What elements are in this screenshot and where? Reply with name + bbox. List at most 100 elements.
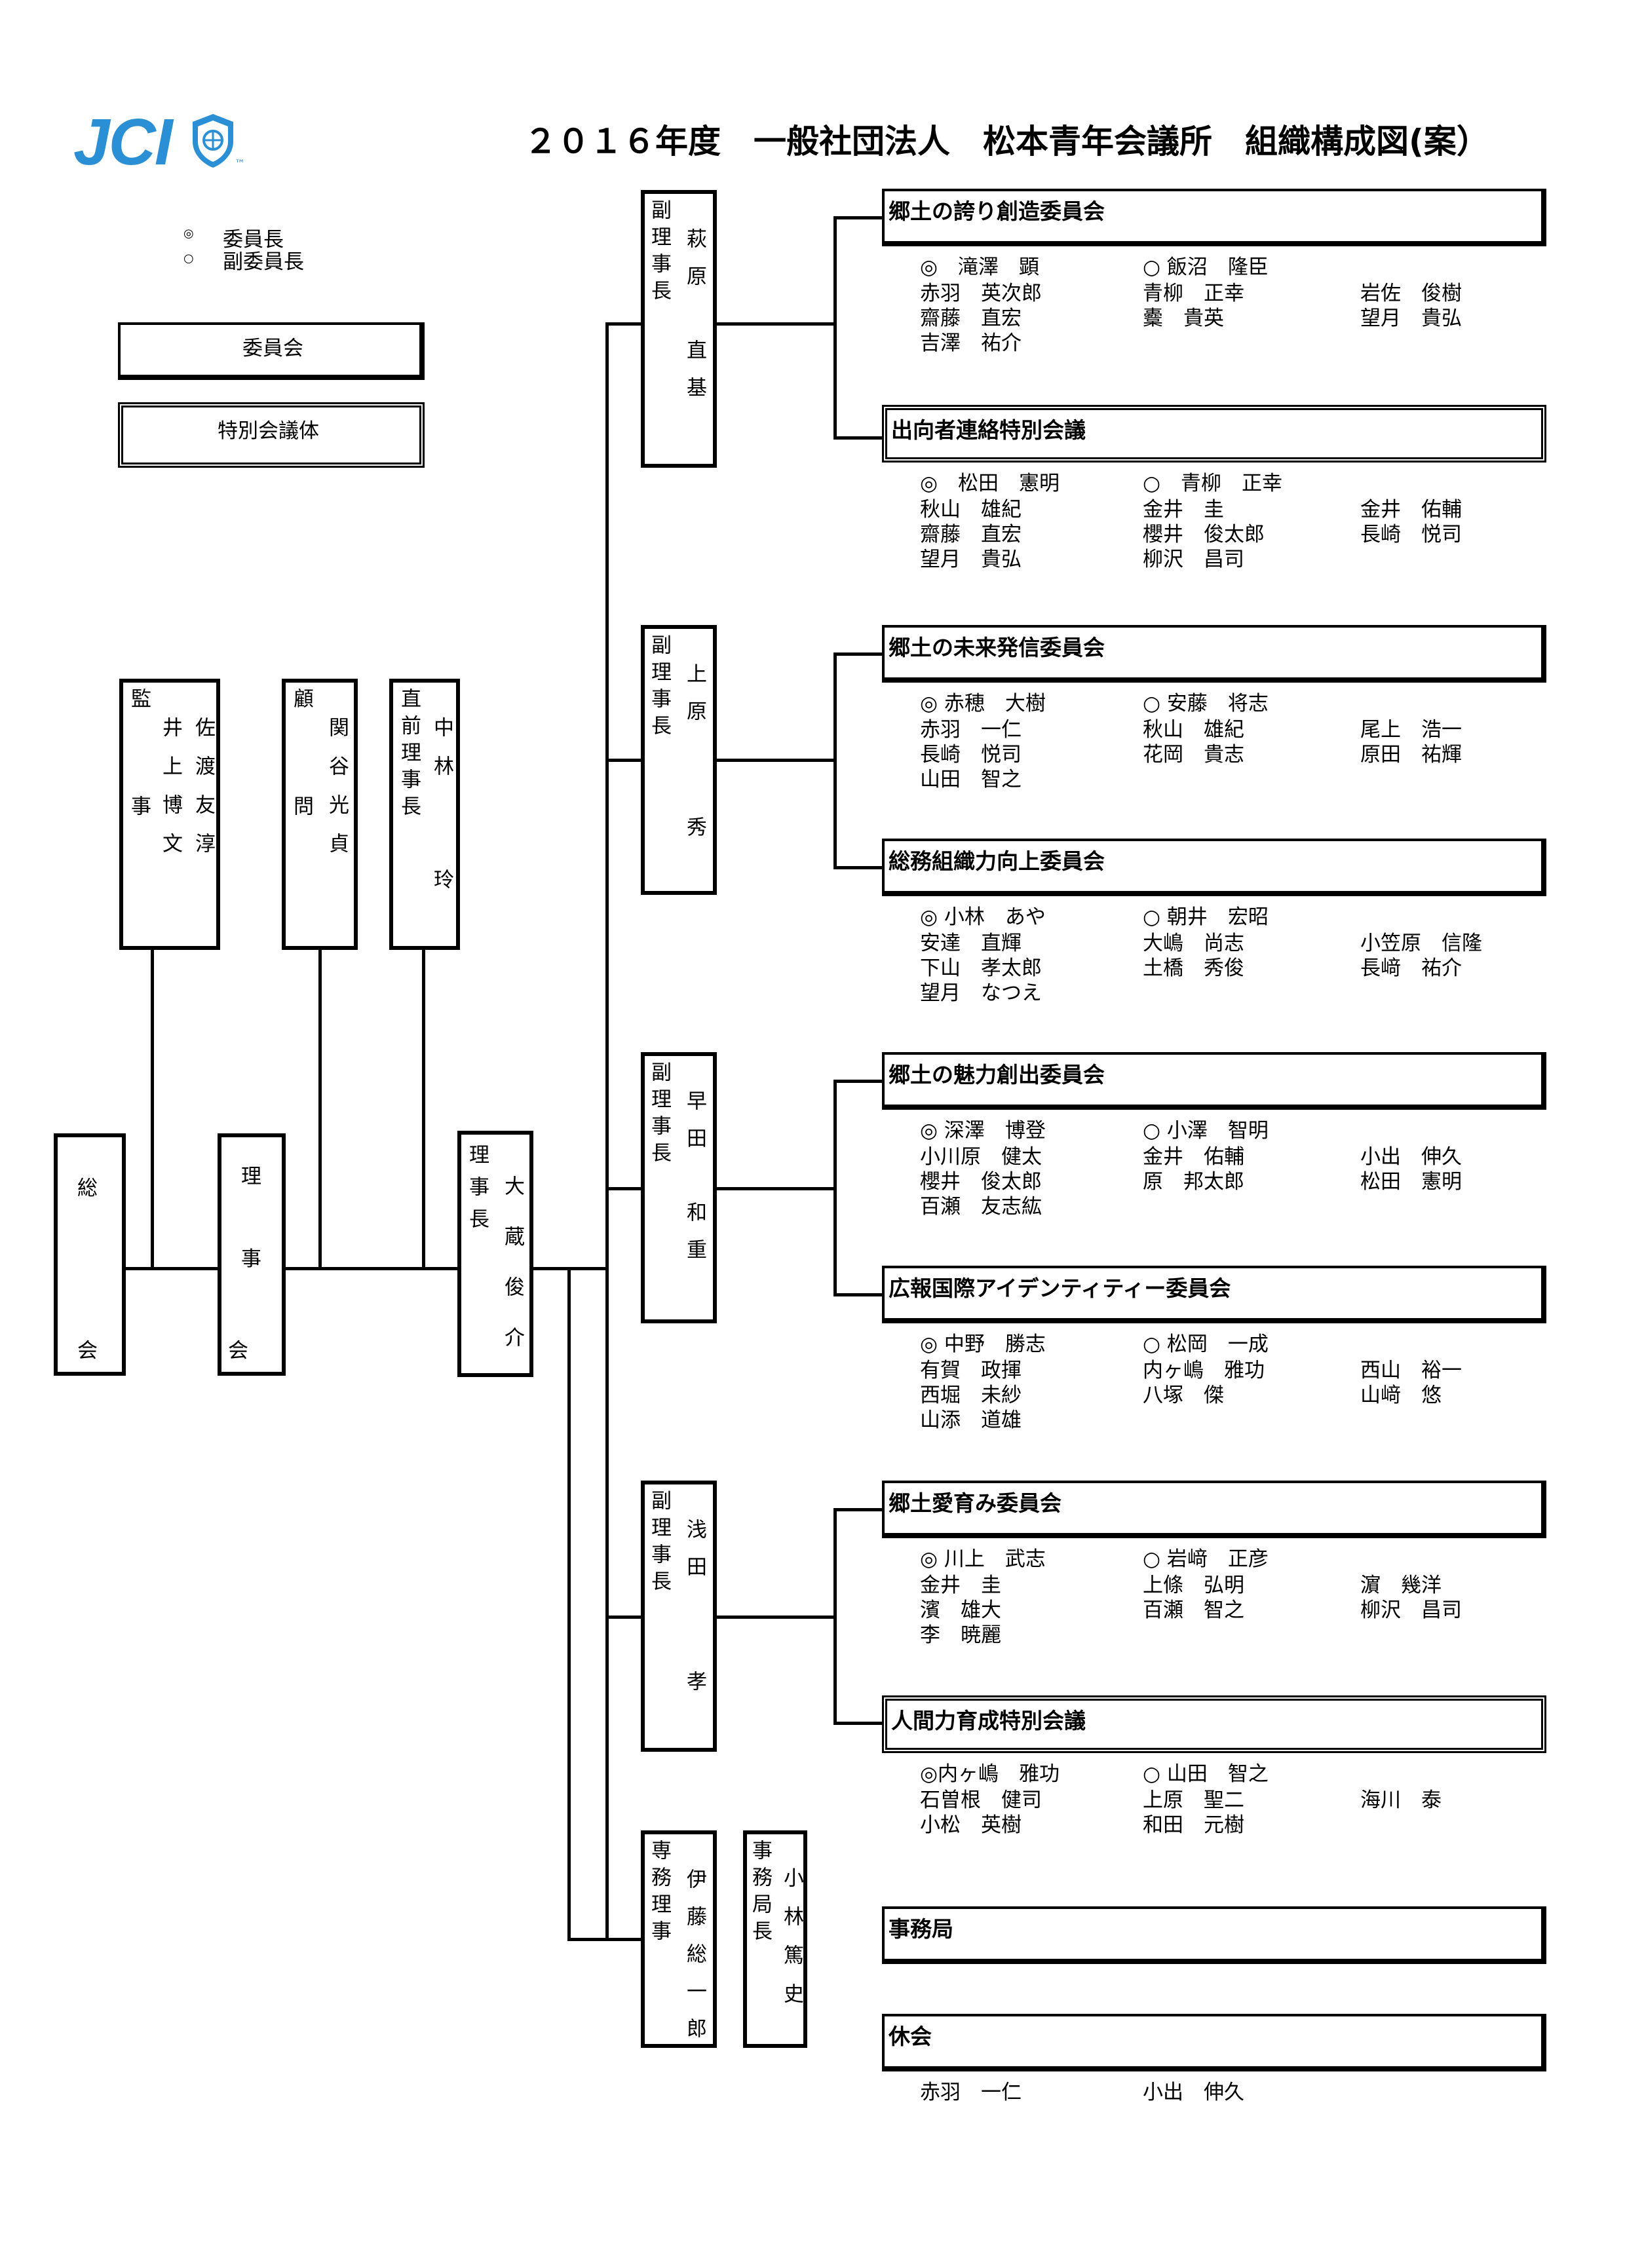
rijikai-label-3: 会 [228,1339,248,1363]
president-box: 理事長 大蔵俊介 [457,1131,533,1377]
committee-member: 和田 元樹 [1143,1813,1244,1837]
vp-name-line2: 直基 [683,339,706,414]
auditor-name-1: 佐渡友淳 [191,717,215,871]
committee-name: 休会 [889,2024,932,2049]
committee-member: 西山 裕一 [1360,1359,1462,1382]
committee-member: 小笠原 信隆 [1360,932,1482,955]
committee-box: 郷土の誇り創造委員会 [882,189,1546,246]
legend-special-box: 特別会議体 [118,402,425,468]
vice-symbol: ○ [183,252,194,265]
advisor-title-2: 問 [290,795,313,820]
auditor-name-2: 井上博文 [159,717,182,871]
committee-chair: ◎ 小林 あや [920,905,1046,929]
advisor-title-1: 顧 [290,688,313,712]
committee-chair: ◎ 松田 憲明 [920,472,1060,495]
vp-title: 副理事長 [647,199,671,307]
committee-vice-chair: ○ 朝井 宏昭 [1143,905,1269,929]
chair-symbol: ◎ [183,227,194,240]
committee-member: 吉澤 祐介 [920,331,1022,355]
committee-member: 石曽根 健司 [920,1788,1042,1812]
soukai-label-2: 会 [77,1339,98,1363]
past-president-name-2: 玲 [430,869,453,893]
committee-member: 山田 智之 [920,768,1022,791]
committee-member: 有賀 政揮 [920,1359,1022,1382]
senmu-box: 専務理事 伊藤総一郎 [641,1830,717,2055]
committee-box: 総務組織力向上委員会 [882,839,1546,896]
committee-box: 郷土愛育み委員会 [882,1481,1546,1538]
rijikai-label-1: 理 [241,1165,261,1188]
committee-member: 上原 聖二 [1143,1788,1244,1812]
committee-member: 小出 伸久 [1360,1145,1462,1169]
committee-member: 長崎 悦司 [1360,523,1462,546]
vp-name-line1: 早田 [683,1090,706,1165]
committee-chair: ◎ 赤穂 大樹 [920,692,1046,715]
committee-member: 赤羽 一仁 [920,2081,1022,2104]
legend: ◎ 委員長 ○ 副委員長 [183,223,380,275]
committee-member: 濵 幾洋 [1360,1574,1442,1597]
committee-member: 柳沢 昌司 [1360,1598,1462,1622]
committee-name: 郷土の誇り創造委員会 [889,198,1105,224]
auditor-title-1: 監 [127,688,151,712]
committee-name: 郷土愛育み委員会 [889,1490,1061,1516]
committee-member: 西堀 未紗 [920,1384,1022,1407]
committee-member: 金井 佑輔 [1360,498,1462,521]
advisor-name: 関谷光貞 [325,717,349,871]
committee-member: 山添 道雄 [920,1408,1022,1432]
committee-member: 赤羽 一仁 [920,718,1022,742]
committee-member: 松田 憲明 [1360,1170,1462,1194]
committee-name: 出向者連絡特別会議 [891,417,1086,443]
committee-member: 櫜 貴英 [1143,307,1224,330]
committee-member: 原田 祐輝 [1360,743,1462,766]
committee-member: 櫻井 俊太郎 [920,1170,1042,1194]
logo-text: JCI [73,105,173,179]
vp-box-2: 副理事長 上原 秀 [641,625,717,895]
president-title: 理事長 [465,1144,489,1240]
committee-member: 海川 泰 [1360,1788,1442,1812]
committee-chair: ◎ 中野 勝志 [920,1332,1046,1356]
senmu-name: 伊藤総一郎 [683,1868,706,2055]
jci-logo: JCI ™ [73,105,245,183]
committee-member: 土橋 秀俊 [1143,956,1244,980]
chair-label: 委員長 [223,228,284,252]
committee-member: 百瀬 智之 [1143,1598,1244,1622]
committee-member: 尾上 浩一 [1360,718,1462,742]
committee-name: 総務組織力向上委員会 [889,848,1105,874]
soukai-box: 総 会 [54,1133,126,1376]
vp-name-line1: 萩原 [683,228,706,303]
committee-member: 長崎 悦司 [920,743,1022,766]
committee-name: 人間力育成特別会議 [891,1708,1086,1733]
vp-name-line2: 秀 [683,816,706,841]
vice-label: 副委員長 [223,250,304,274]
committee-name: 広報国際アイデンティティー委員会 [889,1276,1231,1301]
committee-box: 出向者連絡特別会議 [882,405,1546,463]
jimukyokucho-title: 事務局長 [748,1840,772,1947]
committee-member: 柳沢 昌司 [1143,548,1244,571]
committee-box: 郷土の未来発信委員会 [882,625,1546,683]
committee-member: 内ヶ嶋 雅功 [1143,1359,1265,1382]
rijikai-label-2: 事 [241,1247,261,1271]
committee-member: 下山 孝太郎 [920,956,1042,980]
past-president-name: 中林 [430,717,453,794]
committee-vice-chair: ○ 飯沼 隆臣 [1143,255,1269,279]
vp-box-1: 副理事長 萩原 直基 [641,190,717,468]
committee-vice-chair: ○ 山田 智之 [1143,1762,1269,1786]
committee-box: 休会 [882,2014,1546,2071]
committee-vice-chair: ○ 松岡 一成 [1143,1332,1269,1356]
committee-member: 秋山 雄紀 [920,498,1022,521]
committee-member: 青柳 正幸 [1143,282,1244,305]
committee-member: 金井 圭 [1143,498,1224,521]
committee-member: 齋藤 直宏 [920,523,1022,546]
committee-box: 広報国際アイデンティティー委員会 [882,1266,1546,1323]
legend-special-label: 特別会議体 [218,419,319,443]
rijikai-box: 理 事 会 [218,1133,286,1376]
committee-chair: ◎ 深澤 博登 [920,1119,1046,1143]
vp-name-line2: 孝 [683,1671,706,1695]
soukai-label-1: 総 [77,1177,98,1200]
committee-member: 櫻井 俊太郎 [1143,523,1265,546]
vp-name-line1: 上原 [683,663,706,738]
legend-committee-label: 委員会 [242,337,303,360]
past-president-title: 直前理事長 [397,688,421,822]
committee-member: 原 邦太郎 [1143,1170,1244,1194]
committee-vice-chair: ○ 岩﨑 正彦 [1143,1547,1269,1571]
committee-box: 人間力育成特別会議 [882,1695,1546,1753]
